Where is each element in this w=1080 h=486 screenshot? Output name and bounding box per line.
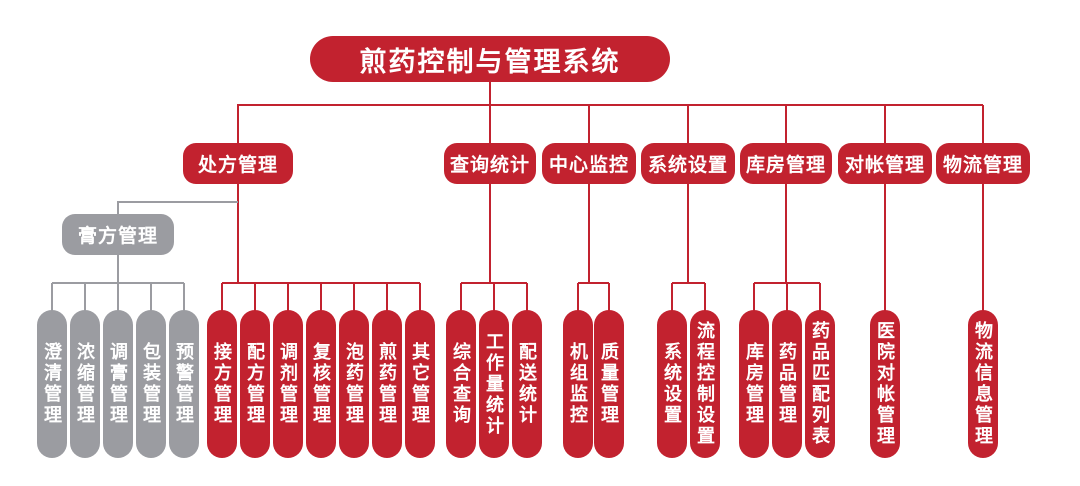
leaf-decoction-mgmt: 煎药管理 bbox=[372, 310, 402, 458]
leaf-comprehensive-query: 综合查询 bbox=[446, 310, 476, 458]
leaf-delivery-statistics: 配送统计 bbox=[512, 310, 542, 458]
node-paste-formula-mgmt: 膏方管理 bbox=[62, 214, 174, 255]
leaf-packaging-mgmt: 包装管理 bbox=[136, 310, 166, 458]
branch-warehouse-mgmt: 库房管理 bbox=[740, 143, 832, 184]
red-connectors bbox=[221, 80, 984, 311]
leaf-process-control-settings: 流程控制设置 bbox=[690, 310, 720, 458]
leaf-logistics-info-mgmt: 物流信息管理 bbox=[968, 310, 998, 458]
leaf-workload-statistics: 工作量统计 bbox=[479, 310, 509, 458]
leaf-warehouse-mgmt: 库房管理 bbox=[739, 310, 769, 458]
branch-central-monitoring: 中心监控 bbox=[542, 143, 636, 184]
leaf-quality-mgmt: 质量管理 bbox=[594, 310, 624, 458]
leaf-clarification-mgmt: 澄清管理 bbox=[37, 310, 67, 458]
leaf-system-settings: 系统设置 bbox=[657, 310, 687, 458]
branch-prescription-mgmt: 处方管理 bbox=[183, 143, 293, 184]
leaf-drug-mgmt: 药品管理 bbox=[772, 310, 802, 458]
leaf-unit-monitoring: 机组监控 bbox=[563, 310, 593, 458]
leaf-formula-dispensing-mgmt: 配方管理 bbox=[240, 310, 270, 458]
leaf-other-mgmt: 其它管理 bbox=[405, 310, 435, 458]
leaf-review-mgmt: 复核管理 bbox=[306, 310, 336, 458]
root-node: 煎药控制与管理系统 bbox=[310, 36, 670, 82]
leaf-paste-mixing-mgmt: 调膏管理 bbox=[103, 310, 133, 458]
leaf-early-warning-mgmt: 预警管理 bbox=[169, 310, 199, 458]
leaf-concentration-mgmt: 浓缩管理 bbox=[70, 310, 100, 458]
leaf-compounding-mgmt: 调剂管理 bbox=[273, 310, 303, 458]
branch-logistics-mgmt: 物流管理 bbox=[936, 143, 1030, 184]
branch-system-settings: 系统设置 bbox=[641, 143, 735, 184]
branch-query-statistics: 查询统计 bbox=[444, 143, 536, 184]
leaf-prescription-receiving-mgmt: 接方管理 bbox=[207, 310, 237, 458]
gray-connectors bbox=[51, 201, 238, 311]
leaf-herb-soaking-mgmt: 泡药管理 bbox=[339, 310, 369, 458]
leaf-drug-match-list: 药品匹配列表 bbox=[805, 310, 835, 458]
leaf-hospital-reconciliation-mgmt: 医院对帐管理 bbox=[870, 310, 900, 458]
branch-reconciliation-mgmt: 对帐管理 bbox=[838, 143, 932, 184]
